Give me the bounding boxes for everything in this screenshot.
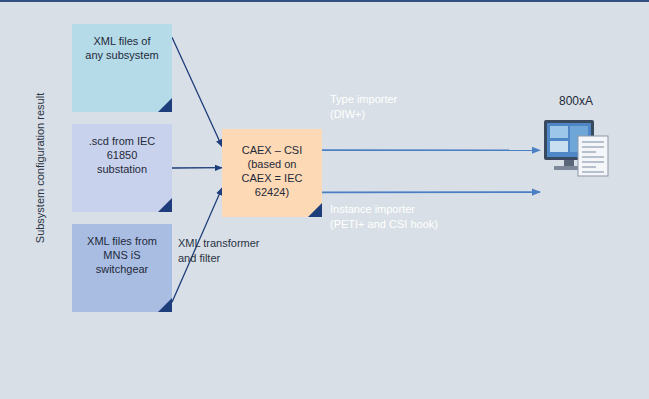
edge-label: Instance importer (PETI+ and CSI hook) <box>330 202 452 232</box>
file-box: XML files of any subsystem <box>72 24 172 112</box>
text-line <box>582 172 604 173</box>
computer-icon <box>540 114 612 194</box>
file-box: .scd from IEC 61850 substation <box>72 124 172 212</box>
corner-triangle <box>158 98 172 112</box>
corner-triangle <box>158 298 172 312</box>
edge-label: XML transformer and filter <box>178 236 270 266</box>
flow-arrow <box>172 37 222 146</box>
file-box: XML files from MNS iS switchgear <box>72 224 172 312</box>
box-text: .scd from IEC 61850 substation <box>84 134 160 176</box>
system-label: 800xA <box>540 94 612 108</box>
corner-triangle <box>308 203 322 217</box>
flow-arrow <box>322 149 540 151</box>
text-line <box>582 157 604 158</box>
text-line <box>582 152 596 153</box>
flow-arrow <box>172 167 222 169</box>
box-text: XML files from MNS iS switchgear <box>84 234 160 276</box>
box-text: XML files of any subsystem <box>84 34 160 62</box>
monitor-stand <box>564 160 574 166</box>
flow-arrow <box>322 191 540 193</box>
screen-window <box>550 126 568 138</box>
text-line <box>582 162 604 163</box>
document-sheet <box>578 136 608 176</box>
text-line <box>582 167 596 168</box>
side-label: Subsystem configuration result <box>34 93 46 243</box>
edge-label: Type importer (DIW+) <box>330 92 422 122</box>
corner-triangle <box>158 198 172 212</box>
text-line <box>582 147 604 148</box>
box-text: CAEX – CSI (based on CAEX = IEC 62424) <box>234 139 310 199</box>
system-node: 800xA <box>540 92 612 202</box>
text-line <box>582 142 604 143</box>
screen-window <box>550 141 568 152</box>
file-box: CAEX – CSI (based on CAEX = IEC 62424) <box>222 129 322 217</box>
